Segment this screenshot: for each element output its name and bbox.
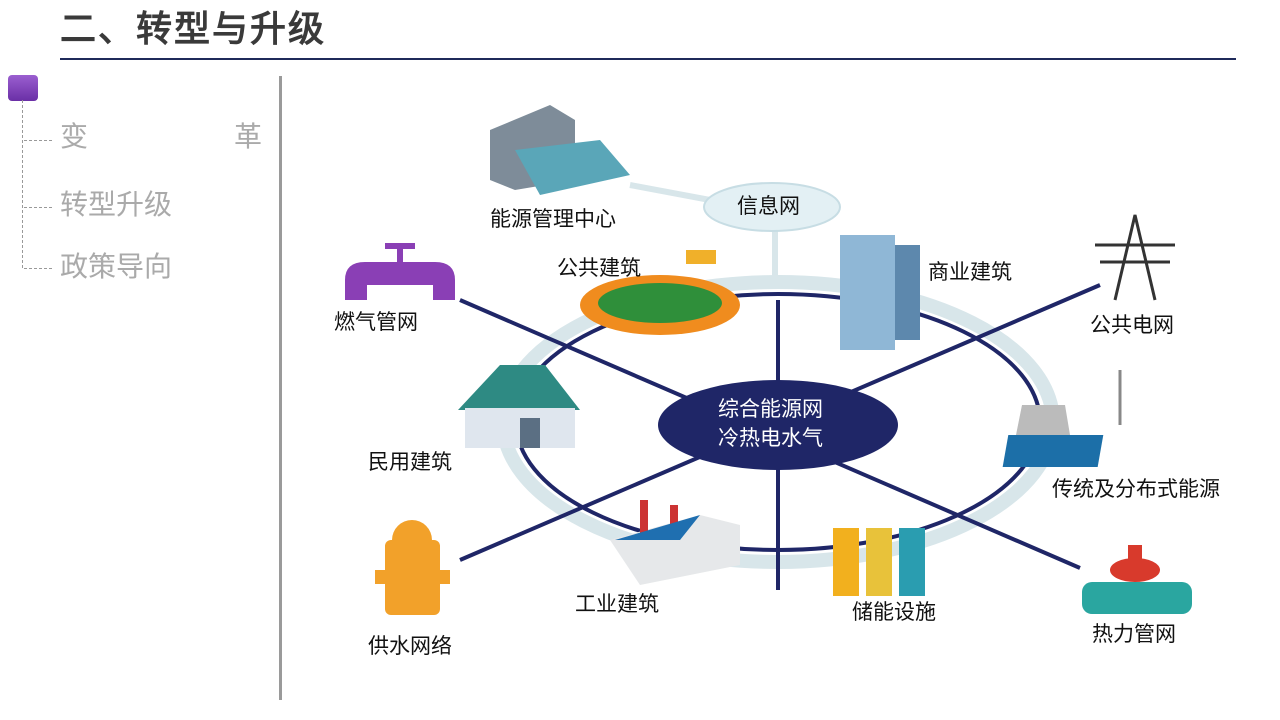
page-title: 二、转型与升级 <box>60 9 327 50</box>
nav-connector <box>24 268 52 269</box>
center-hub <box>658 380 898 470</box>
label-traditional-energy: 传统及分布式能源 <box>1052 477 1220 501</box>
label-commercial-building: 商业建筑 <box>928 260 1012 284</box>
nav-connector <box>24 140 52 141</box>
stadium-icon <box>580 250 740 335</box>
info-net-bubble <box>703 182 841 232</box>
nav-connector <box>24 207 52 208</box>
label-energy-center: 能源管理中心 <box>490 207 616 231</box>
label-public-building: 公共建筑 <box>557 256 641 280</box>
label-water-supply: 供水网络 <box>368 634 452 658</box>
building-icon <box>490 105 630 195</box>
label-residential: 民用建筑 <box>368 450 452 474</box>
nav-item-change[interactable]: 变 革 <box>60 120 293 153</box>
nav-tree-line <box>22 100 24 268</box>
title-divider <box>60 58 1236 60</box>
heat-valve-icon <box>1082 545 1192 614</box>
nav-marker-icon <box>8 75 38 101</box>
nav-item-transform[interactable]: 转型升级 <box>60 188 173 221</box>
label-industrial: 工业建筑 <box>575 592 659 616</box>
gas-pipe-icon <box>345 243 455 300</box>
label-heat-network: 热力管网 <box>1092 622 1176 646</box>
label-public-grid: 公共电网 <box>1090 313 1174 337</box>
label-storage: 储能设施 <box>852 600 936 624</box>
center-hub-line2: 冷热电水气 <box>718 426 823 450</box>
center-hub-line1: 综合能源网 <box>718 397 823 421</box>
nav-item-policy[interactable]: 政策导向 <box>60 250 173 283</box>
battery-icon <box>833 528 925 596</box>
power-tower-icon <box>1095 214 1175 301</box>
hydrant-icon <box>375 520 450 615</box>
factory-icon <box>610 500 740 585</box>
sidebar-divider <box>279 76 282 700</box>
house-icon <box>458 365 580 448</box>
info-net-label: 信息网 <box>737 194 800 218</box>
power-plant-icon <box>1002 370 1122 467</box>
label-gas-network: 燃气管网 <box>334 310 418 334</box>
info-lines <box>629 182 778 285</box>
skyscraper-icon <box>840 235 920 350</box>
